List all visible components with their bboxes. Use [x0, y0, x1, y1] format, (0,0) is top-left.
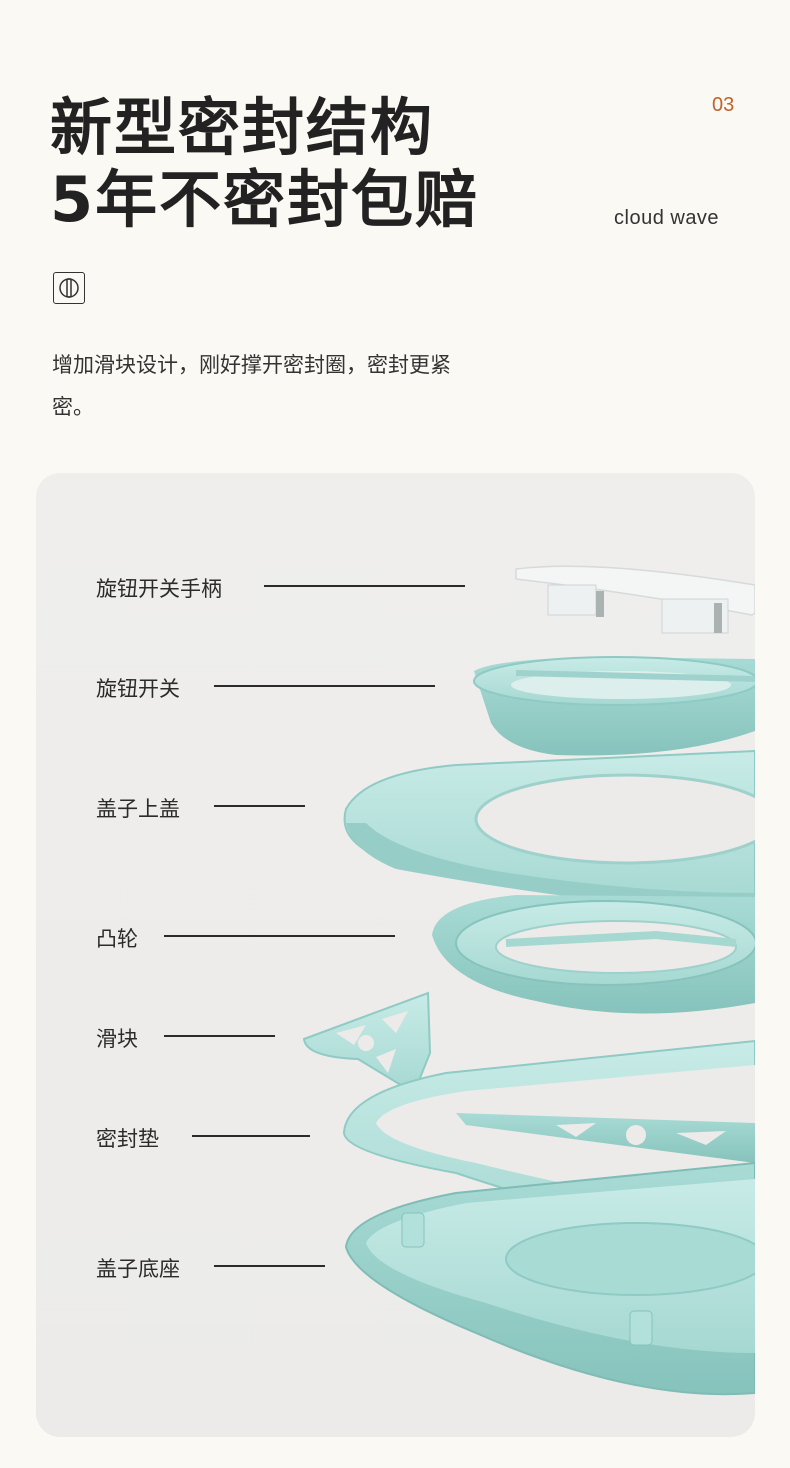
brand-name: cloud wave — [614, 207, 720, 229]
leader-line-cam — [164, 935, 395, 937]
cam-part — [432, 895, 755, 1014]
page-number: 03 — [712, 94, 735, 116]
leader-line-lid-top — [214, 805, 305, 807]
leader-line-knob-switch — [214, 685, 435, 687]
part-label-slider: 滑块 — [96, 1027, 138, 1051]
slider-part — [302, 991, 432, 1095]
part-label-cam: 凸轮 — [96, 927, 138, 951]
part-label-knob-handle: 旋钮开关手柄 — [96, 577, 222, 601]
page-title: 新型密封结构 5年不密封包赔 — [50, 92, 479, 236]
description-text: 增加滑块设计，刚好撑开密封圈，密封更紧密。 — [52, 353, 451, 419]
leader-line-lid-base — [214, 1265, 325, 1267]
title-line-1: 新型密封结构 — [50, 91, 435, 164]
leader-line-knob-handle — [264, 585, 465, 587]
exploded-parts-illustration — [302, 565, 755, 1396]
knob-switch-part — [473, 656, 755, 756]
knob-handle-part — [515, 565, 755, 634]
exploded-view-panel: 旋钮开关手柄 旋钮开关 盖子上盖 凸轮 滑块 密封垫 盖子底座 — [36, 473, 755, 1437]
lid-top-part — [343, 749, 755, 910]
leader-line-gasket — [192, 1135, 310, 1137]
leader-line-slider — [164, 1035, 275, 1037]
lid-base-part — [344, 1161, 755, 1396]
knob-icon — [53, 272, 85, 304]
part-label-lid-top: 盖子上盖 — [96, 797, 180, 821]
part-label-lid-base: 盖子底座 — [96, 1257, 180, 1281]
title-line-2: 5年不密封包赔 — [50, 163, 480, 236]
part-label-knob-switch: 旋钮开关 — [96, 677, 180, 701]
part-label-gasket: 密封垫 — [96, 1127, 159, 1151]
